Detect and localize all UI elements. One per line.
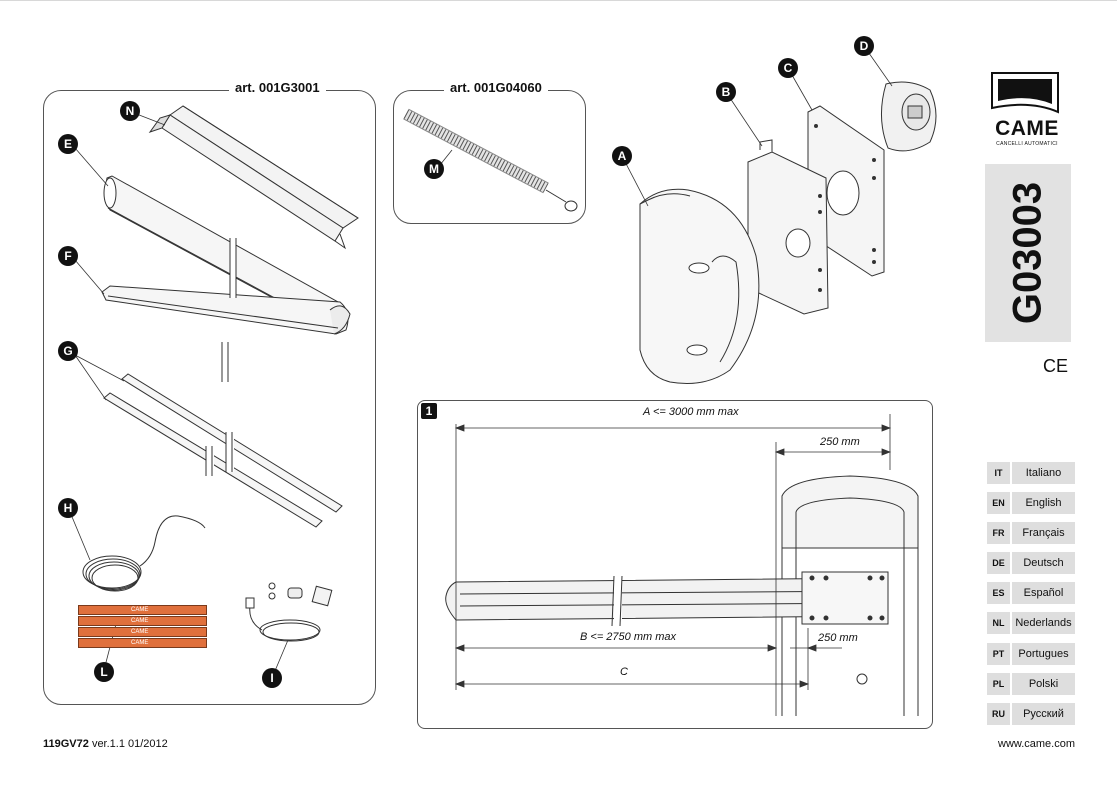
language-code: FR <box>987 522 1010 544</box>
sticker-label: CAME <box>131 607 149 613</box>
language-code: DE <box>987 552 1010 574</box>
sticker-stack: CAME CAME CAME CAME <box>78 605 207 648</box>
language-name: English <box>1012 492 1075 514</box>
dimension-a-label: A <= 3000 mm max <box>643 406 739 418</box>
document-version: ver.1.1 01/2012 <box>91 738 168 750</box>
came-logo: CAME CANCELLI AUTOMATICI <box>990 70 1064 147</box>
sticker-label: CAME <box>131 629 149 635</box>
callout-n: N <box>120 101 140 121</box>
language-code: RU <box>987 703 1010 725</box>
website-link[interactable]: www.came.com <box>998 738 1076 750</box>
language-code: NL <box>987 612 1010 634</box>
kit-frame-001G3001 <box>43 90 376 705</box>
figure-1-frame <box>417 400 933 729</box>
callout-c: C <box>778 58 798 78</box>
ce-mark: CE <box>1043 356 1069 376</box>
sticker-strip: CAME <box>78 605 207 615</box>
callout-m: M <box>424 159 444 179</box>
kit-title-001G04060: art. 001G04060 <box>444 80 548 95</box>
callout-b: B <box>716 82 736 102</box>
callout-a: A <box>612 146 632 166</box>
language-name: Español <box>1012 582 1075 604</box>
language-name: Nederlands <box>1012 612 1075 634</box>
language-name: Portugues <box>1012 643 1075 665</box>
doc-code-band: G03003 <box>985 164 1071 342</box>
sticker-strip: CAME <box>78 638 207 648</box>
language-code: PL <box>987 673 1010 695</box>
language-name: Deutsch <box>1012 552 1075 574</box>
callout-e: E <box>58 134 78 154</box>
dimension-250-bottom-label: 250 mm <box>818 632 858 644</box>
callout-d: D <box>854 36 874 56</box>
language-name: Italiano <box>1012 462 1075 484</box>
callout-l: L <box>94 662 114 682</box>
came-logo-mark <box>991 72 1059 114</box>
callout-h: H <box>58 498 78 518</box>
top-rule <box>0 0 1117 1</box>
figure-number: 1 <box>421 403 437 419</box>
doc-code: G03003 <box>1005 181 1050 325</box>
language-code: IT <box>987 462 1010 484</box>
language-code: ES <box>987 582 1010 604</box>
sticker-label: CAME <box>131 618 149 624</box>
callout-g: G <box>58 341 78 361</box>
document-reference: 119GV72 ver.1.1 01/2012 <box>43 738 168 750</box>
language-name: Polski <box>1012 673 1075 695</box>
language-name: Français <box>1012 522 1075 544</box>
language-code: PT <box>987 643 1010 665</box>
dimension-250-top-label: 250 mm <box>820 436 860 448</box>
kit-title-001G3001: art. 001G3001 <box>229 80 326 95</box>
brand-tagline: CANCELLI AUTOMATICI <box>996 141 1058 147</box>
brand-name: CAME <box>995 117 1059 140</box>
callout-f: F <box>58 246 78 266</box>
sticker-label: CAME <box>131 640 149 646</box>
callout-i: I <box>262 668 282 688</box>
dimension-c-label: C <box>620 666 628 678</box>
sticker-strip: CAME <box>78 616 207 626</box>
document-code: 119GV72 <box>43 738 89 750</box>
language-name: Русский <box>1012 703 1075 725</box>
language-code: EN <box>987 492 1010 514</box>
sticker-strip: CAME <box>78 627 207 637</box>
dimension-b-label: B <= 2750 mm max <box>580 631 676 643</box>
